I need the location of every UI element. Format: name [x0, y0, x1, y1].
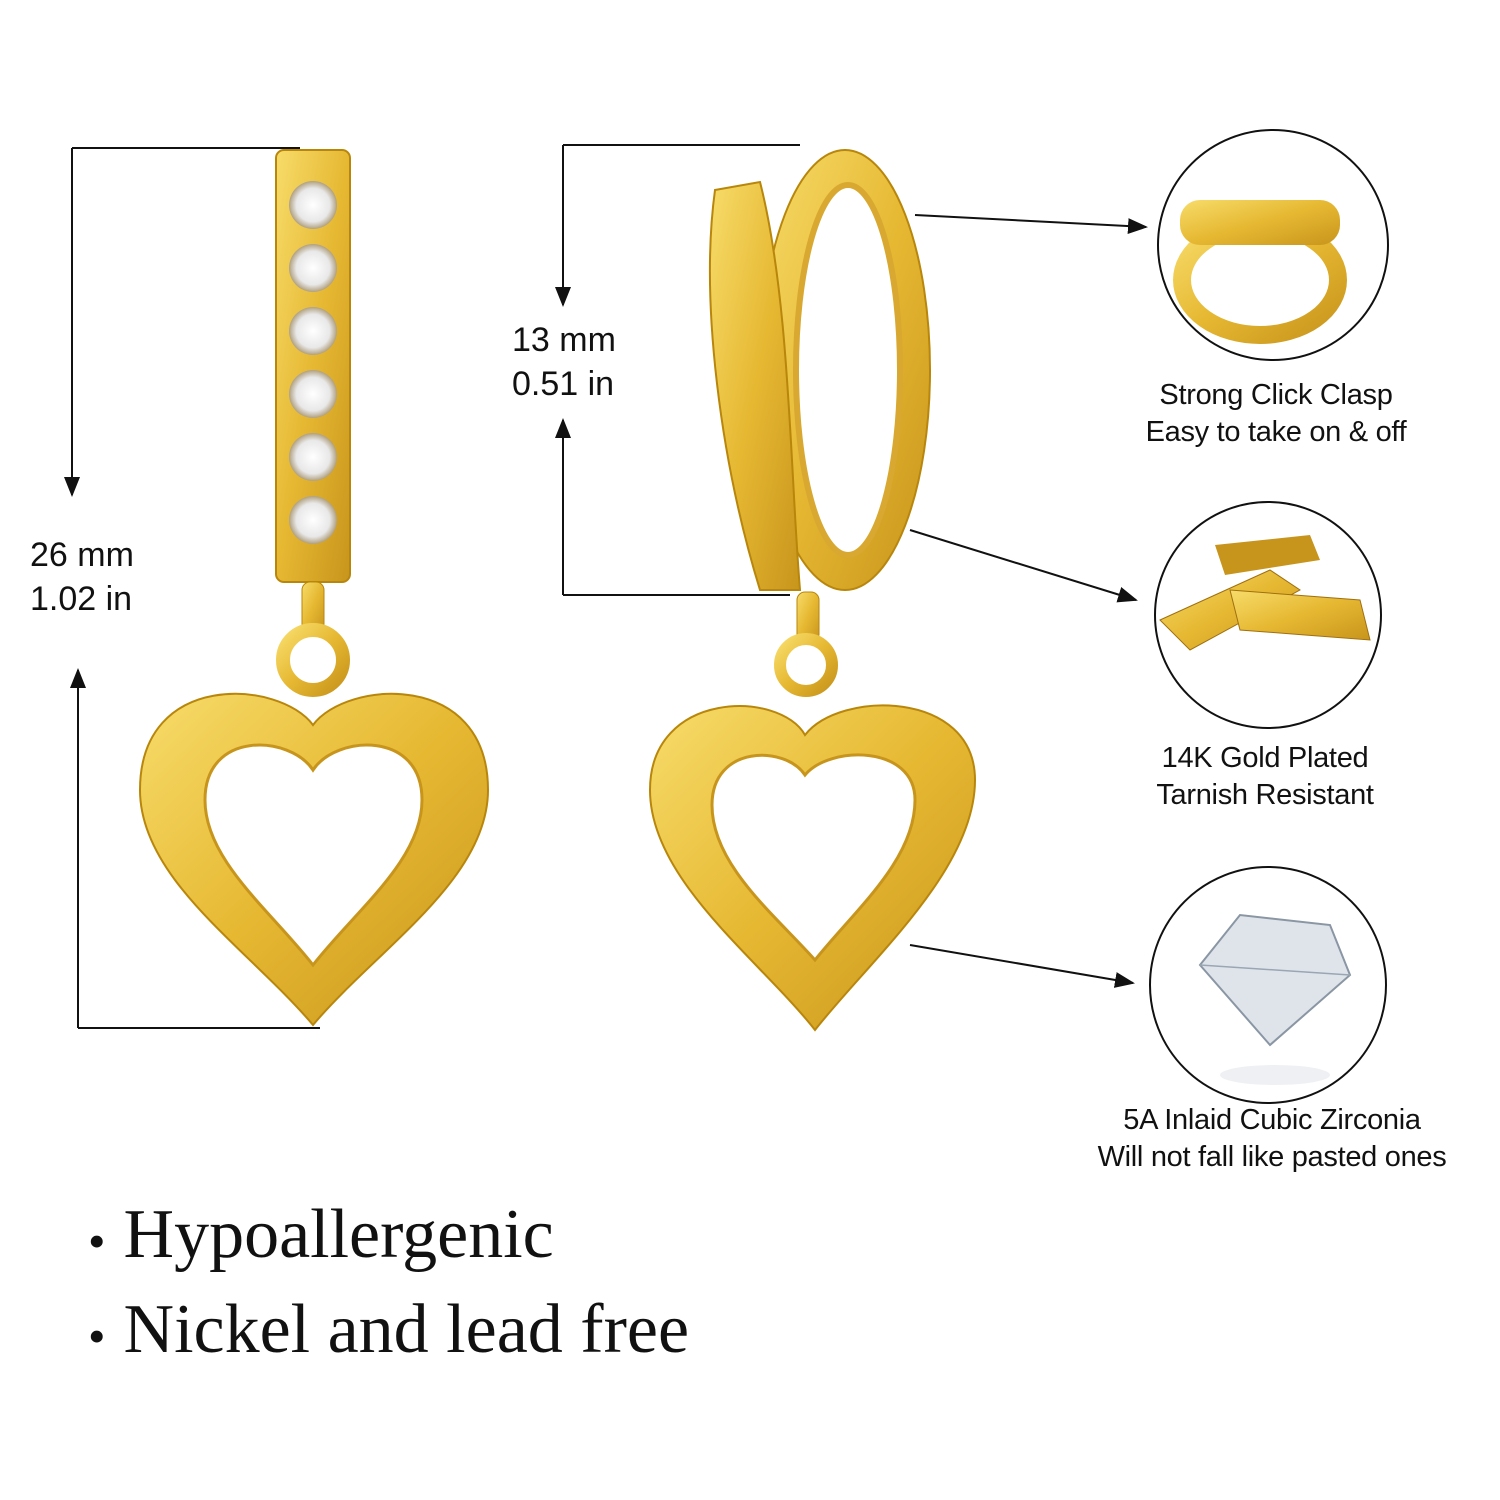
earring-front-view	[138, 149, 490, 1027]
diamond-icon	[1149, 866, 1387, 1104]
bullet-text: Nickel and lead free	[123, 1291, 690, 1368]
earring-side-view	[648, 149, 977, 1032]
caption-line: Tarnish Resistant	[1156, 779, 1374, 811]
bullet-hypoallergenic: •Hypoallergenic	[88, 1196, 554, 1273]
feature-caption-clasp: Strong Click Clasp Easy to take on & off	[1146, 377, 1407, 451]
feature-caption-zirconia: 5A Inlaid Cubic Zirconia Will not fall l…	[1098, 1102, 1447, 1176]
caption-line: 5A Inlaid Cubic Zirconia	[1123, 1104, 1421, 1136]
feature-caption-gold: 14K Gold Plated Tarnish Resistant	[1156, 740, 1374, 814]
hoop-diameter-label: 13 mm 0.51 in	[512, 318, 616, 406]
gem	[289, 370, 337, 418]
gem	[289, 496, 337, 544]
feature-pointer-arrows	[909, 214, 1148, 988]
bullet-nickel-free: •Nickel and lead free	[88, 1291, 690, 1368]
gem	[289, 307, 337, 355]
length-in: 1.02 in	[30, 580, 133, 618]
caption-line: Will not fall like pasted ones	[1097, 1141, 1447, 1173]
hoop-mm: 13 mm	[512, 321, 616, 359]
caption-line: 14K Gold Plated	[1161, 742, 1369, 774]
gem	[289, 181, 337, 229]
click-clasp-icon	[1157, 129, 1389, 361]
caption-line: Easy to take on & off	[1145, 416, 1407, 448]
length-label: 26 mm 1.02 in	[30, 533, 134, 621]
caption-line: Strong Click Clasp	[1159, 379, 1393, 411]
gold-bar-icon	[1154, 501, 1382, 729]
length-dimension-lines	[64, 144, 800, 1029]
bullet-text: Hypoallergenic	[123, 1196, 554, 1273]
length-mm: 26 mm	[30, 536, 134, 574]
gem	[289, 433, 337, 481]
gem	[289, 244, 337, 292]
hoop-in: 0.51 in	[512, 365, 615, 403]
